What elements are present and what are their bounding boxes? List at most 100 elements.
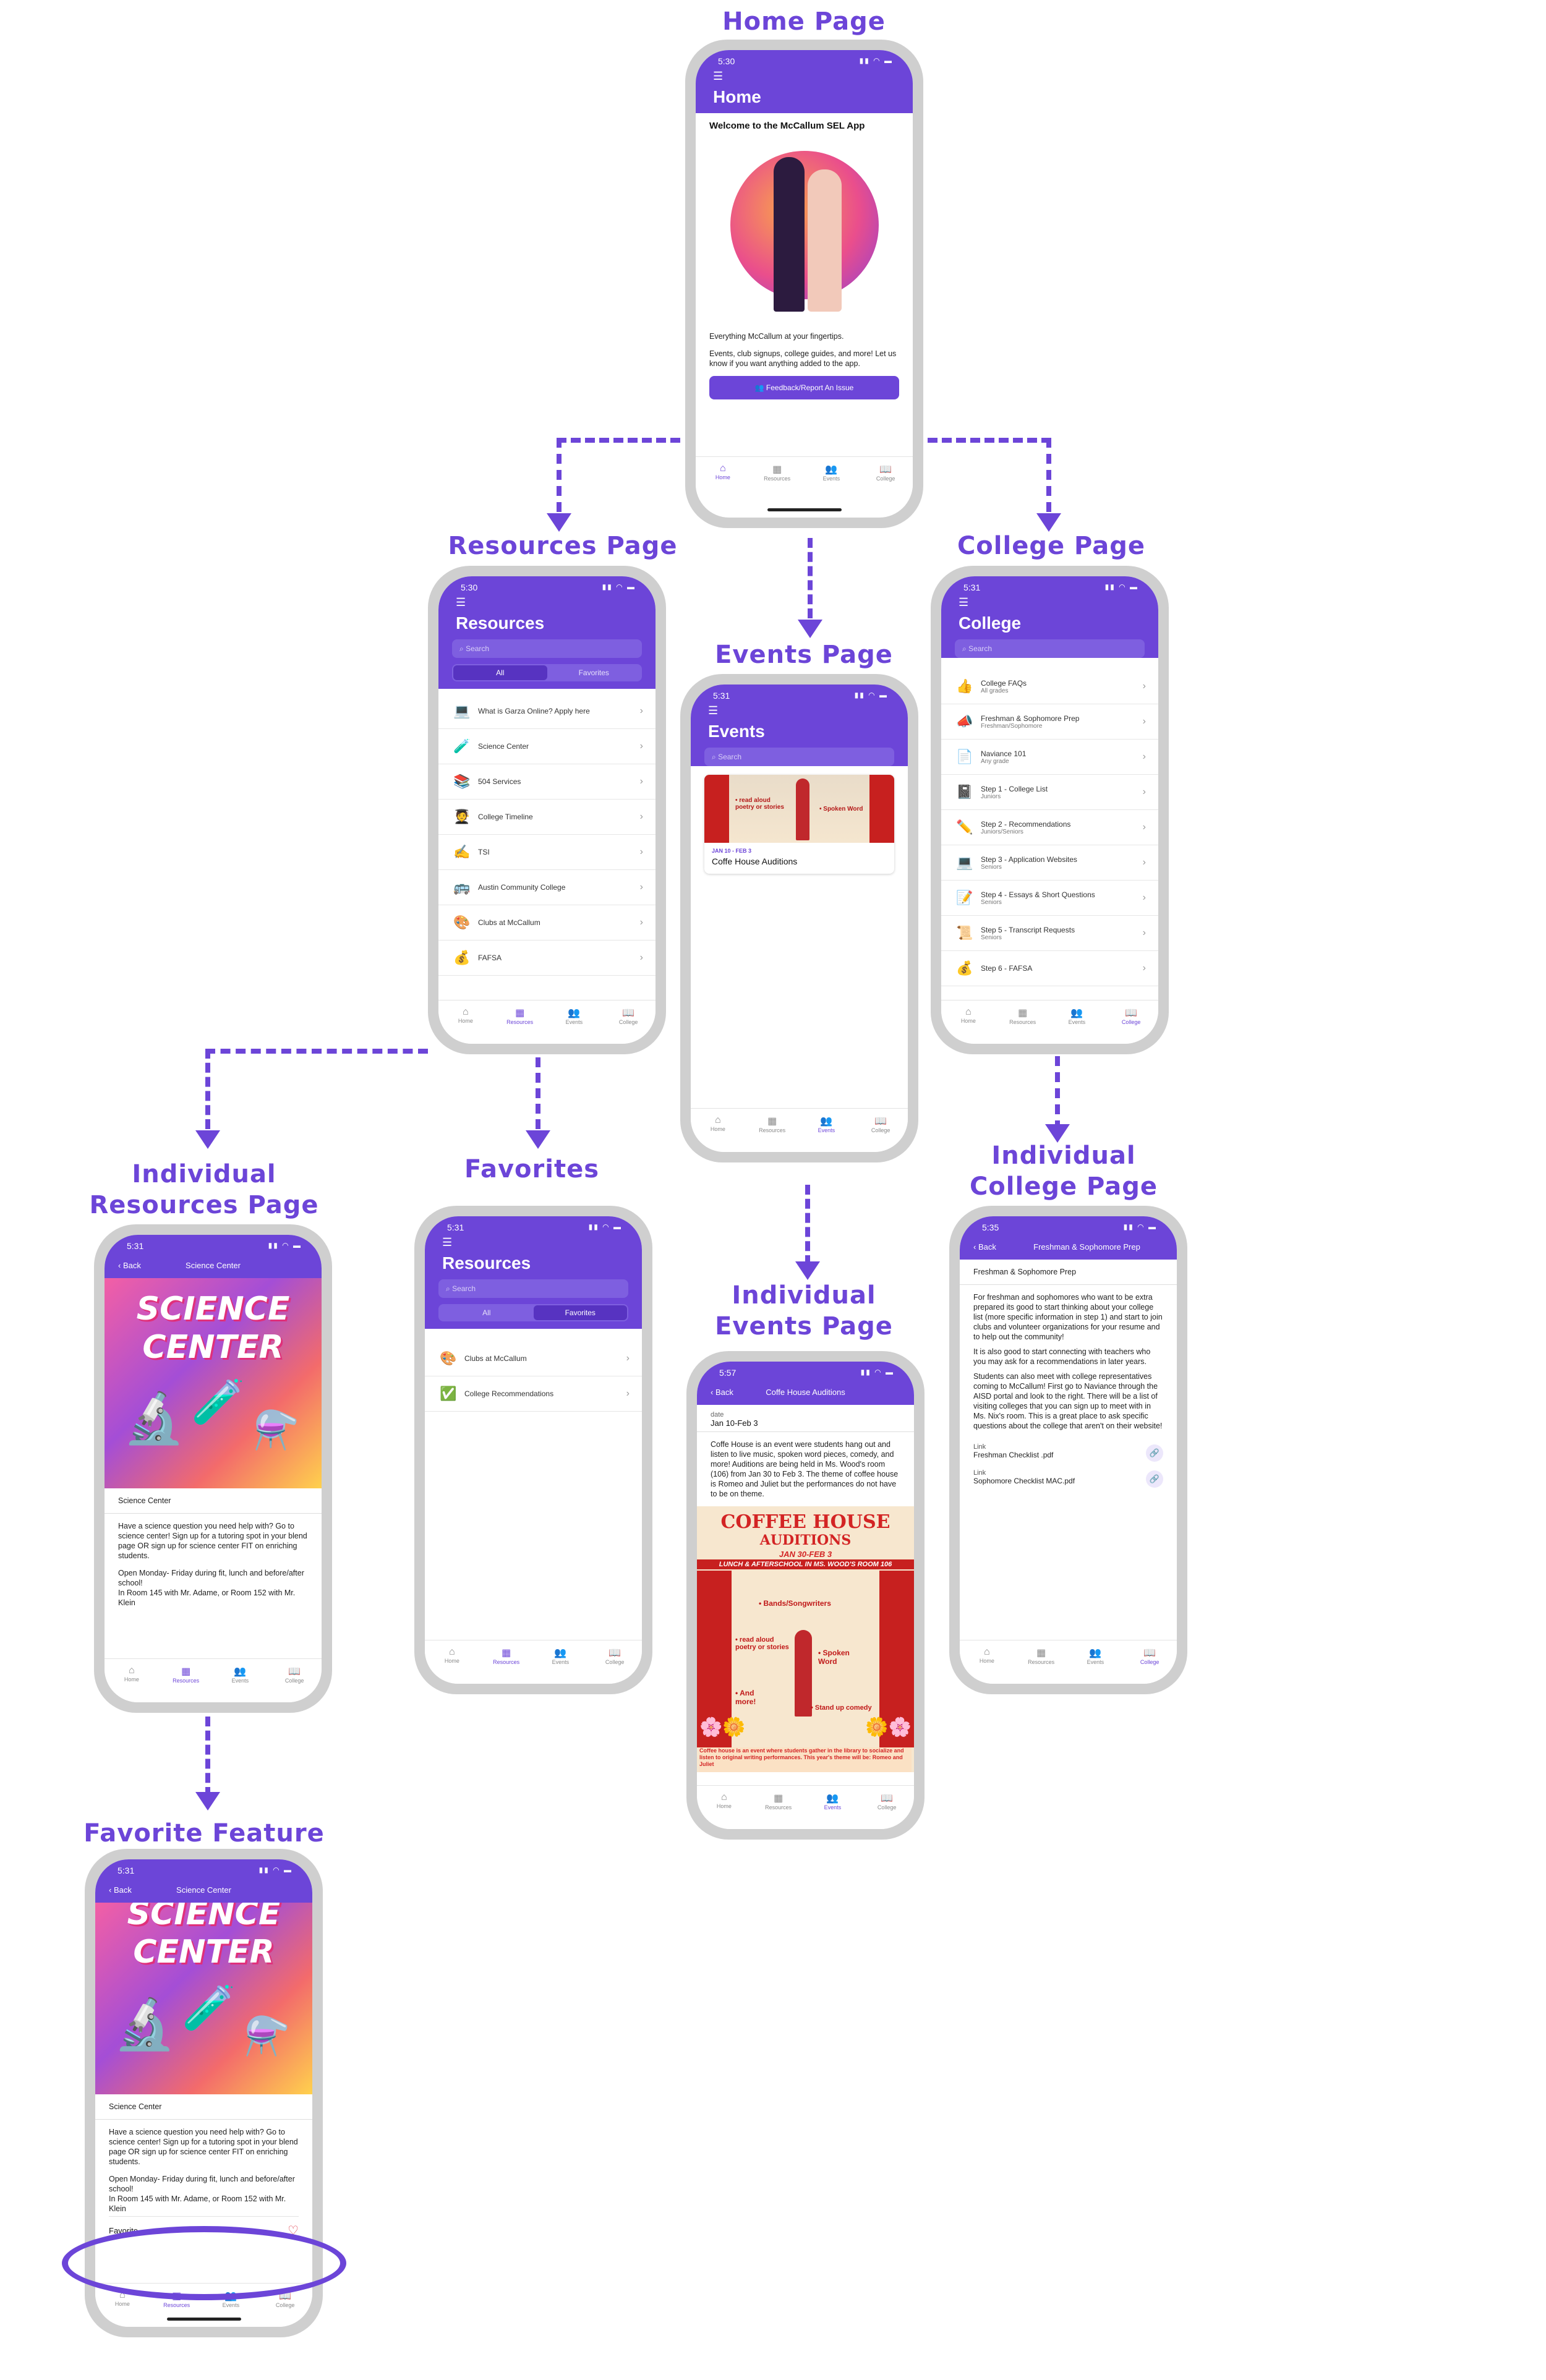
tab-resources[interactable]: ▦Resources	[479, 1640, 534, 1684]
tab-college[interactable]: 📖College	[860, 1786, 914, 1829]
tab-college[interactable]: 📖College	[267, 1659, 322, 1702]
grid-icon: ▦	[750, 463, 805, 476]
people-icon: 👥	[806, 1792, 860, 1804]
tab-events[interactable]: 👥Events	[806, 1786, 860, 1829]
menu-icon[interactable]: ☰	[941, 595, 1158, 611]
tab-events[interactable]: 👥Events	[213, 1659, 268, 1702]
tab-college[interactable]: 📖College	[853, 1109, 908, 1152]
back-button[interactable]: ‹ Back	[973, 1242, 996, 1252]
tab-label: College	[878, 1804, 897, 1811]
tab-home[interactable]: ⌂Home	[960, 1640, 1014, 1684]
tab-college[interactable]: 📖College	[601, 1000, 656, 1044]
list-item-label: Science Center	[478, 742, 529, 751]
search-input[interactable]: ⌕ Search	[704, 748, 894, 766]
people-icon: 👥	[534, 1647, 588, 1659]
attachment-sophomore[interactable]: Link Sophomore Checklist MAC.pdf 🔗	[960, 1464, 1177, 1490]
menu-icon[interactable]: ☰	[696, 69, 913, 85]
list-item[interactable]: 🚌Austin Community College›	[438, 870, 656, 905]
segment-all[interactable]: All	[453, 665, 547, 680]
list-item[interactable]: 🧪Science Center›	[438, 729, 656, 764]
list-item[interactable]: 🎨Clubs at McCallum›	[438, 905, 656, 940]
attachment-freshman[interactable]: Link Freshman Checklist .pdf 🔗	[960, 1438, 1177, 1464]
tab-college[interactable]: 📖College	[1122, 1640, 1177, 1684]
list-item[interactable]: 🧑‍🎓College Timeline›	[438, 800, 656, 835]
tab-home[interactable]: ⌂Home	[425, 1640, 479, 1684]
people-icon: 👥	[1069, 1647, 1123, 1659]
nav-title: Coffe House Auditions	[697, 1388, 914, 1397]
pencil-icon: ✏️	[955, 819, 975, 835]
tab-resources[interactable]: ▦Resources	[750, 457, 805, 500]
search-input[interactable]: ⌕ Search	[955, 639, 1145, 658]
tab-events[interactable]: 👥Events	[534, 1640, 588, 1684]
list-item[interactable]: 💰FAFSA›	[438, 940, 656, 976]
tab-events[interactable]: 👥Events	[805, 457, 859, 500]
tab-events[interactable]: 👥Events	[800, 1109, 854, 1152]
chevron-right-icon: ›	[640, 847, 643, 858]
tab-resources[interactable]: ▦Resources	[493, 1000, 547, 1044]
chevron-right-icon: ›	[626, 1388, 630, 1399]
tab-resources[interactable]: ▦Resources	[159, 1659, 213, 1702]
college-heading: Freshman & Sophomore Prep	[960, 1260, 1177, 1285]
tab-home[interactable]: ⌂Home	[941, 1000, 996, 1044]
tab-home[interactable]: ⌂Home	[438, 1000, 493, 1044]
palette-icon: 🎨	[452, 915, 472, 931]
event-card[interactable]: • read aloud poetry or stories • Spoken …	[704, 775, 894, 874]
list-item-label: What is Garza Online? Apply here	[478, 707, 590, 715]
tab-resources[interactable]: ▦Resources	[751, 1786, 806, 1829]
menu-icon[interactable]: ☰	[425, 1235, 642, 1251]
status-time: 5:31	[963, 582, 980, 592]
menu-icon[interactable]: ☰	[438, 595, 656, 611]
feedback-button[interactable]: 👥 Feedback/Report An Issue	[709, 376, 899, 399]
chevron-right-icon: ›	[1143, 751, 1146, 762]
segment-favorites[interactable]: Favorites	[534, 1305, 628, 1320]
tab-college[interactable]: 📖College	[858, 457, 913, 500]
tab-home[interactable]: ⌂Home	[696, 457, 750, 500]
search-input[interactable]: ⌕ Search	[438, 1279, 628, 1298]
tab-resources[interactable]: ▦Resources	[996, 1000, 1050, 1044]
grid-icon: ▦	[493, 1007, 547, 1019]
list-item[interactable]: 💻What is Garza Online? Apply here›	[438, 694, 656, 729]
segment-all[interactable]: All	[440, 1305, 534, 1320]
home-icon: ⌂	[960, 1647, 1014, 1658]
book-icon: 📖	[853, 1115, 908, 1127]
list-item[interactable]: 📚504 Services›	[438, 764, 656, 800]
list-item[interactable]: 🎨Clubs at McCallum›	[425, 1341, 642, 1376]
tab-college[interactable]: 📖College	[1104, 1000, 1158, 1044]
link-icon[interactable]: 🔗	[1146, 1444, 1163, 1462]
tab-resources[interactable]: ▦Resources	[745, 1109, 800, 1152]
arrow-home-to-resources	[557, 438, 680, 443]
chevron-right-icon: ›	[1143, 822, 1146, 833]
tab-events[interactable]: 👥Events	[1050, 1000, 1104, 1044]
tab-events[interactable]: 👥Events	[1069, 1640, 1123, 1684]
list-item-label: College Recommendations	[464, 1389, 553, 1398]
list-item[interactable]: 💰Step 6 - FAFSA›	[941, 951, 1158, 986]
tab-home[interactable]: ⌂Home	[691, 1109, 745, 1152]
tab-resources[interactable]: ▦Resources	[1014, 1640, 1069, 1684]
tab-home[interactable]: ⌂Home	[697, 1786, 751, 1829]
people-icon: 👥	[1050, 1007, 1104, 1019]
list-item[interactable]: ✅College Recommendations›	[425, 1376, 642, 1412]
search-input[interactable]: ⌕ Search	[452, 639, 642, 658]
link-icon[interactable]: 🔗	[1146, 1470, 1163, 1488]
tab-label: Resources	[1009, 1019, 1036, 1025]
favorites-header: 5:31▮▮ ◠ ▬ ☰ Resources ⌕ Search All Favo…	[425, 1216, 642, 1329]
tab-events[interactable]: 👥Events	[547, 1000, 602, 1044]
search-icon: ⌕	[712, 753, 718, 762]
list-item[interactable]: ✍️TSI›	[438, 835, 656, 870]
segment-favorites[interactable]: Favorites	[547, 665, 641, 680]
list-item-text: TSI	[478, 848, 490, 856]
tab-home[interactable]: ⌂Home	[105, 1659, 159, 1702]
person-1	[774, 157, 805, 312]
college-phone: 5:31▮▮ ◠ ▬ ☰ College ⌕ Search 👍College F…	[931, 566, 1169, 1054]
menu-icon[interactable]: ☰	[691, 703, 908, 719]
tab-college[interactable]: 📖College	[587, 1640, 642, 1684]
home-icon: ⌂	[425, 1647, 479, 1658]
